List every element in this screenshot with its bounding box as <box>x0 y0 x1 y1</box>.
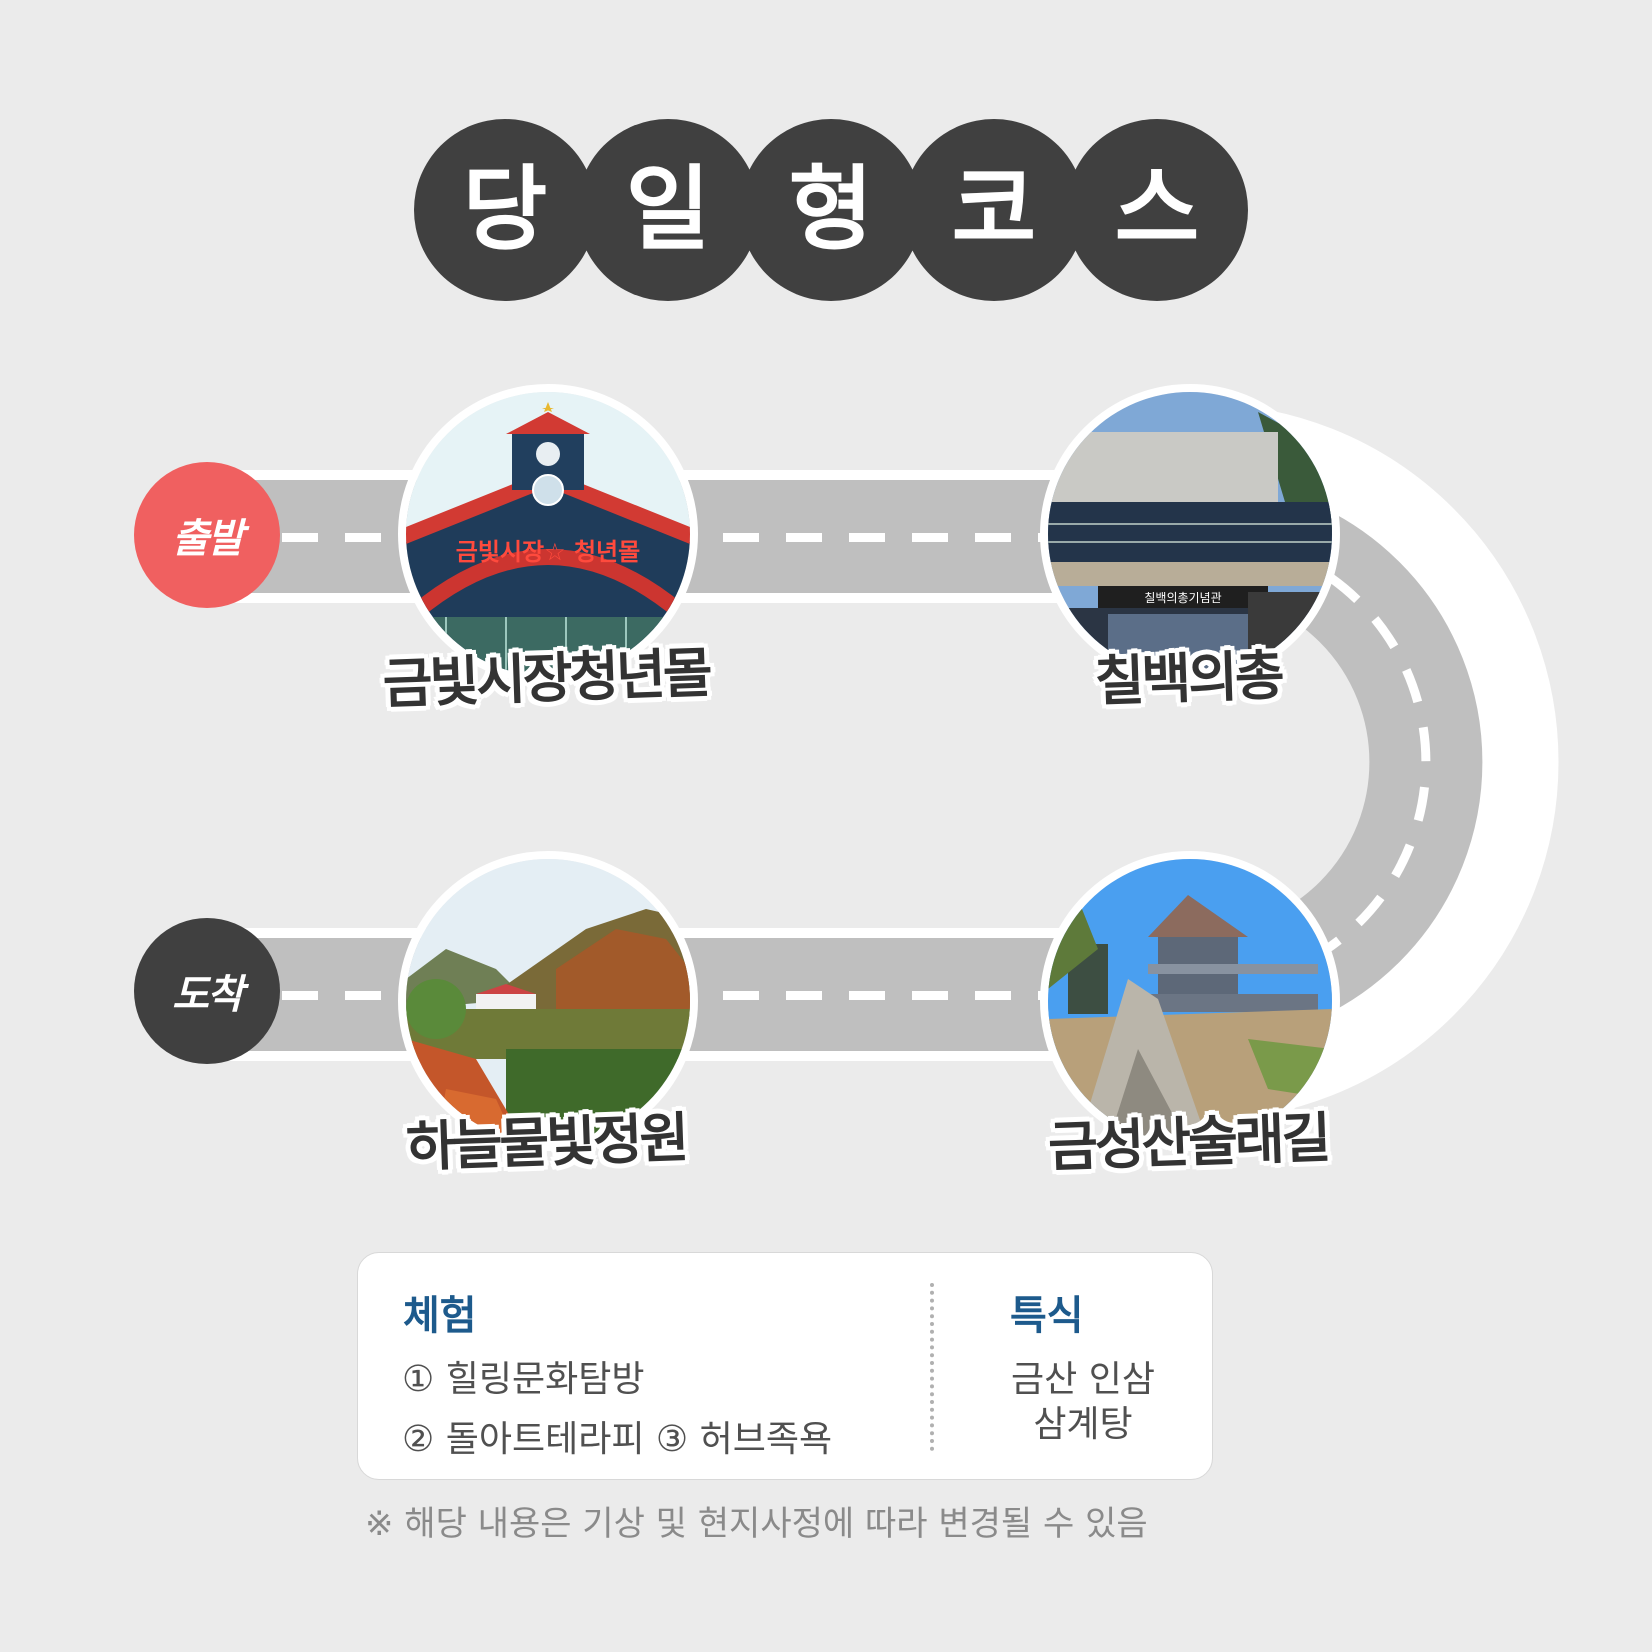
disclaimer-note: ※ 해당 내용은 기상 및 현지사정에 따라 변경될 수 있음 <box>365 1504 1148 1544</box>
experience-heading: 체험 <box>403 1293 477 1339</box>
memorial-hall-building-photo: 칠백의총기념관 <box>1040 384 1340 684</box>
program-info-box: 체험 ① 힐링문화탐방 ② 돌아트테라피 ③ 허브족욕 특식 금산 인삼 삼계탕 <box>357 1252 1213 1480</box>
title-bubble: 당 <box>414 119 596 301</box>
title-char: 코 <box>951 156 1037 263</box>
stop-label-market: 금빛시장청년몰 <box>381 641 711 716</box>
food-heading: 특식 <box>1010 1293 1084 1339</box>
title-bubble: 코 <box>903 119 1085 301</box>
title-char: 스 <box>1114 156 1200 263</box>
title-bubble: 형 <box>740 119 922 301</box>
start-label: 출발 <box>172 516 244 562</box>
dotted-divider <box>930 1283 934 1451</box>
end-marker: 도착 <box>134 918 280 1064</box>
road-bottom-centerline <box>282 991 1162 1000</box>
experience-line-1: ① 힐링문화탐방 <box>402 1359 645 1400</box>
title-char: 당 <box>462 156 548 263</box>
food-line-1: 금산 인삼 <box>1011 1359 1155 1400</box>
title-bubble: 스 <box>1066 119 1248 301</box>
end-label: 도착 <box>172 972 244 1018</box>
stop-label-trail: 금성산술래길 <box>1047 1106 1330 1179</box>
market-clock-tower-photo: 금빛시장☆ 청년몰 <box>398 384 698 684</box>
svg-text:금빛시장☆ 청년몰: 금빛시장☆ 청년몰 <box>456 538 640 566</box>
stop-label-garden: 하늘물빛정원 <box>405 1106 688 1179</box>
road-top-centerline <box>282 533 1162 542</box>
experience-line-2: ② 돌아트테라피 ③ 허브족욕 <box>402 1419 833 1460</box>
title-bubble: 일 <box>577 119 759 301</box>
svg-text:칠백의총기념관: 칠백의총기념관 <box>1144 591 1221 605</box>
autumn-lake-garden-photo <box>398 851 698 1151</box>
title-char: 형 <box>788 156 874 263</box>
mountain-pavilion-cairn-photo <box>1040 851 1340 1151</box>
title-char: 일 <box>625 156 711 263</box>
stop-label-memorial: 칠백의총 <box>1093 643 1283 714</box>
start-marker: 출발 <box>134 462 280 608</box>
food-line-2: 삼계탕 <box>1033 1404 1133 1445</box>
